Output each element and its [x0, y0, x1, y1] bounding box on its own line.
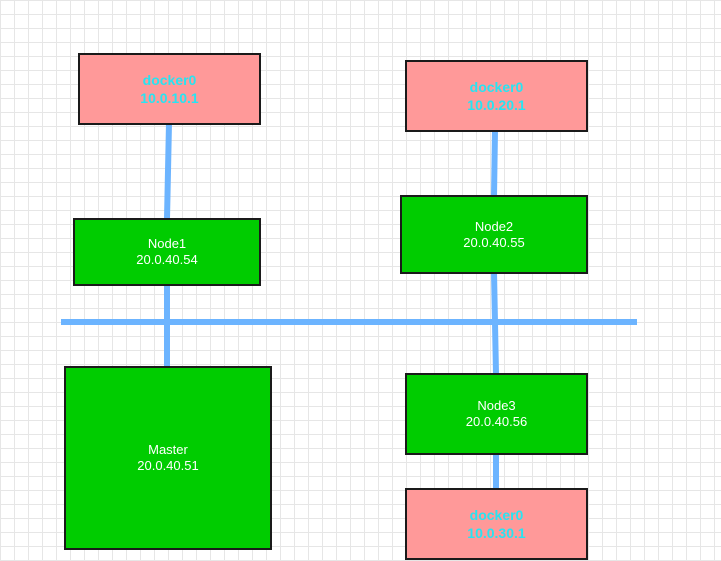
docker0-label: docker0	[142, 72, 197, 88]
link-docker0b-node2	[491, 129, 498, 197]
node3-label: Node3	[477, 398, 516, 413]
node2-ip: 20.0.40.55	[463, 234, 525, 250]
master-box[interactable]: Master 20.0.40.51	[64, 366, 272, 550]
master-label: Master	[148, 442, 188, 457]
docker0-box-node3[interactable]: docker0 10.0.30.1	[405, 488, 588, 560]
link-docker0a-node1	[164, 122, 172, 220]
master-ip: 20.0.40.51	[137, 458, 199, 473]
docker0-ip: 10.0.10.1	[140, 90, 199, 106]
node1-box[interactable]: Node1 20.0.40.54	[73, 218, 261, 286]
node1-ip: 20.0.40.54	[136, 252, 198, 267]
docker0-box-node1[interactable]: docker0 10.0.10.1	[78, 53, 261, 125]
docker0-label: docker0	[469, 507, 524, 523]
node3-box[interactable]: Node3 20.0.40.56	[405, 373, 588, 455]
node3-ip: 20.0.40.56	[465, 414, 528, 429]
docker0-ip: 10.0.20.1	[467, 97, 526, 113]
docker0-box-node2[interactable]: docker0 10.0.20.1	[405, 60, 588, 132]
node1-label: Node1	[147, 236, 187, 251]
link-node2-node3	[491, 271, 499, 375]
node2-label: Node2	[474, 218, 514, 234]
docker0-label: docker0	[469, 79, 524, 95]
docker0-ip: 10.0.30.1	[467, 525, 526, 541]
node2-box[interactable]: Node2 20.0.40.55	[400, 195, 588, 274]
